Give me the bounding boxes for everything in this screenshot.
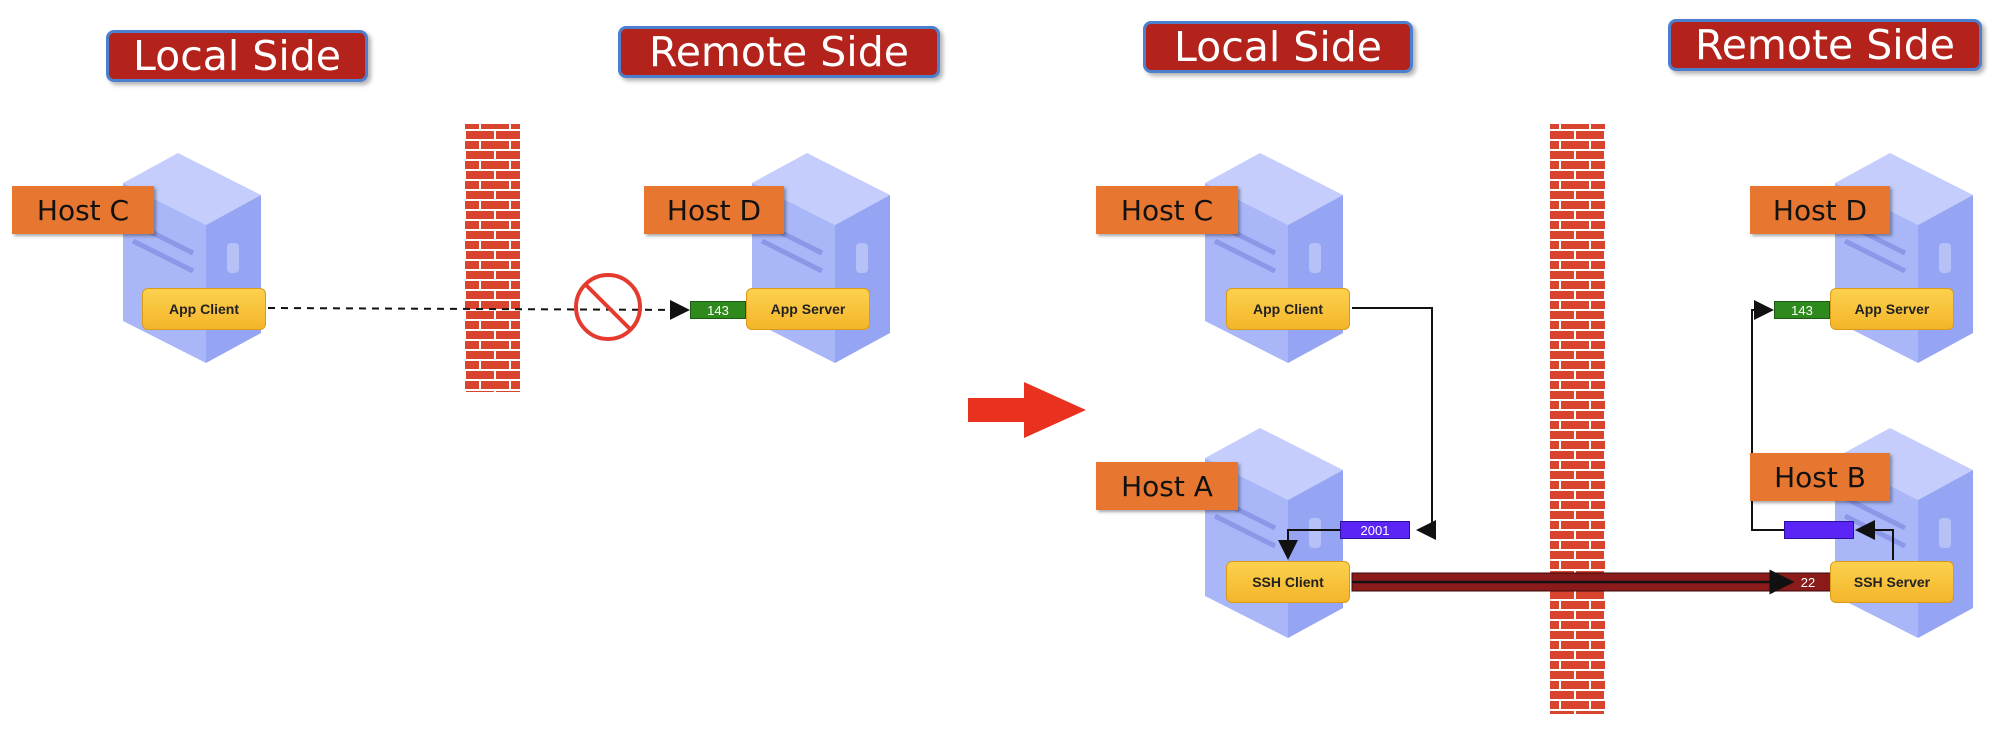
right-forward-port (1784, 521, 1854, 539)
server-icon-host-a (1205, 428, 1343, 638)
connector-ssh-server-to-forward (1855, 520, 1894, 560)
right-remote-side-title: Remote Side (1668, 19, 1982, 71)
left-host-c-label: Host C (12, 186, 154, 234)
connector-forward-to-143 (1751, 300, 1784, 531)
right-host-b-label: Host B (1750, 453, 1890, 501)
right-port-2001: 2001 (1340, 521, 1410, 539)
server-icon-host-c-right (1205, 153, 1343, 363)
server-icon-host-d-left (752, 153, 890, 363)
left-remote-side-title: Remote Side (618, 26, 940, 78)
right-local-side-title: Local Side (1143, 21, 1413, 73)
left-app-client: App Client (142, 288, 266, 330)
right-host-c-label: Host C (1096, 186, 1238, 234)
server-icon-host-d-right (1835, 153, 1973, 363)
arrow-right-icon (968, 382, 1086, 438)
left-port-143: 143 (690, 301, 746, 319)
right-host-d-label: Host D (1750, 186, 1890, 234)
right-port-22: 22 (1800, 574, 1816, 590)
blocked-icon (574, 273, 642, 341)
right-host-a-label: Host A (1096, 462, 1238, 510)
firewall-icon-left (465, 124, 520, 392)
left-local-side-title: Local Side (106, 30, 368, 82)
connector-app-client-to-2001 (1352, 307, 1436, 540)
connector-2001-to-ssh-client (1278, 529, 1342, 560)
right-port-143: 143 (1774, 301, 1830, 319)
blocked-connection (267, 299, 690, 320)
right-ssh-server: SSH Server (1830, 561, 1954, 603)
right-ssh-client: SSH Client (1226, 561, 1350, 603)
server-icon-host-c-left (123, 153, 261, 363)
left-host-d-label: Host D (644, 186, 784, 234)
right-app-server: App Server (1830, 288, 1954, 330)
right-app-client: App Client (1226, 288, 1350, 330)
left-app-server: App Server (746, 288, 870, 330)
firewall-icon-right (1550, 124, 1605, 714)
